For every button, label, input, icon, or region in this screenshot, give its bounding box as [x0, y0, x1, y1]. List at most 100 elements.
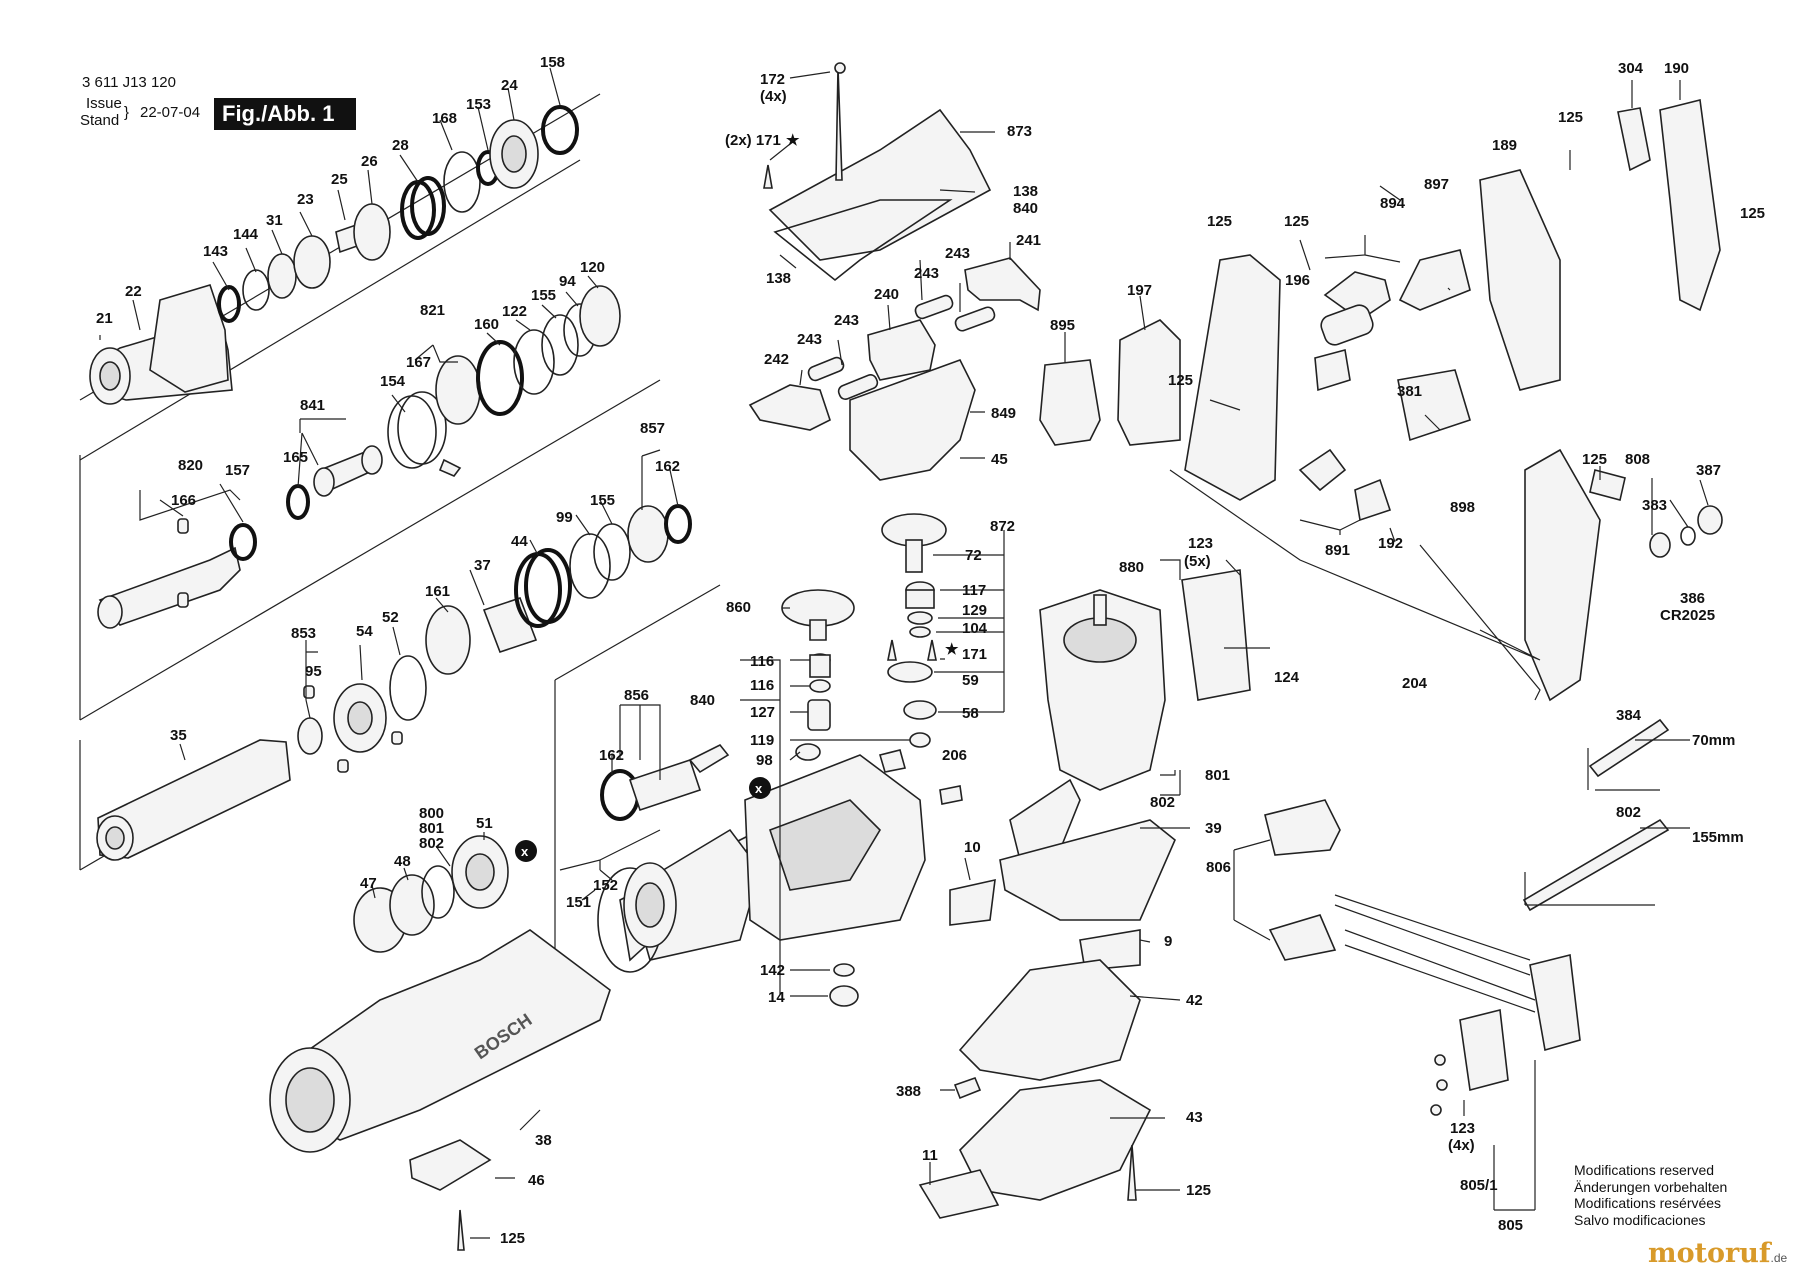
callout-162-lower: 162 — [599, 747, 624, 764]
screw-171 — [763, 164, 773, 189]
cover-242 — [748, 384, 831, 431]
cables-electronics — [1264, 718, 1670, 1116]
star-171-top: ★ — [786, 132, 800, 149]
spindle-820 — [98, 546, 241, 626]
screw-125-bottom-left — [457, 1209, 465, 1251]
callout-26: 26 — [361, 153, 378, 170]
cable-384 — [1588, 718, 1670, 778]
callout-161: 161 — [425, 583, 450, 600]
callout-898: 898 — [1450, 499, 1475, 516]
bracket-895 — [1039, 359, 1101, 446]
top-cover — [763, 62, 992, 282]
gear-parts-row5: x — [353, 835, 537, 953]
screw-171-center — [887, 639, 897, 661]
callout-123-bottom-qty: (4x) — [1448, 1137, 1475, 1154]
chuck-parts-row2 — [286, 285, 621, 520]
callout-94: 94 — [559, 273, 576, 290]
motor-assembly — [918, 569, 1251, 1219]
roller-196 — [1320, 304, 1374, 346]
bearing-116-b — [809, 679, 831, 693]
callout-11: 11 — [922, 1147, 938, 1164]
o-ring-162 — [664, 504, 692, 544]
ring-99 — [569, 533, 611, 599]
callout-43: 43 — [1186, 1109, 1203, 1126]
battery-cover-383 — [1649, 532, 1671, 558]
callout-849: 849 — [991, 405, 1016, 422]
washer-168 — [443, 151, 481, 213]
callout-384: 384 — [1616, 707, 1642, 724]
bush-37 — [482, 596, 538, 654]
callout-72: 72 — [965, 547, 982, 564]
callout-894: 894 — [1380, 195, 1406, 212]
connector-x-badge — [515, 840, 537, 862]
callout-192: 192 — [1378, 535, 1403, 552]
callout-124: 124 — [1274, 669, 1300, 686]
callout-39: 39 — [1205, 820, 1222, 837]
callout-120: 120 — [580, 259, 605, 276]
gasket-138 — [773, 199, 953, 282]
stand-label: Stand — [80, 112, 119, 129]
callout-144: 144 — [233, 226, 259, 243]
row3-leaders — [139, 449, 679, 613]
callout-242: 242 — [764, 351, 789, 368]
spring-243-c — [807, 356, 845, 382]
ring-31 — [267, 253, 297, 299]
callout-142: 142 — [760, 962, 785, 979]
callout-42: 42 — [1186, 992, 1203, 1009]
callout-880: 880 — [1119, 559, 1144, 576]
ring-120 — [579, 285, 621, 347]
callout-38: 38 — [535, 1132, 552, 1149]
ring-129 — [907, 611, 933, 625]
callout-167: 167 — [406, 354, 431, 371]
callout-24: 24 — [501, 77, 518, 94]
switch-805 — [1529, 954, 1581, 1052]
cover-39 — [999, 819, 1176, 921]
switch-891 — [1298, 448, 1347, 492]
handle-189 — [1479, 169, 1561, 391]
callout-189: 189 — [1492, 137, 1517, 154]
watermark-tld: .de — [1770, 1251, 1788, 1265]
screw-172 — [835, 67, 843, 181]
cone-sleeve — [149, 284, 229, 393]
callout-116-a: 116 — [750, 653, 774, 670]
callout-802-motor: 802 — [1150, 794, 1175, 811]
top-cover-leaders — [769, 71, 995, 269]
callout-125-d: 125 — [1558, 109, 1583, 126]
row2-leaders — [297, 275, 599, 488]
callout-853: 853 — [291, 625, 316, 642]
housing-42 — [958, 959, 1141, 1081]
cover-241 — [964, 257, 1041, 312]
battery-386 — [1680, 526, 1696, 546]
bearing-95 — [297, 717, 323, 755]
callout-123-top-qty: (5x) — [1184, 553, 1211, 570]
frame-849 — [849, 359, 976, 481]
callout-138-left: 138 — [766, 270, 791, 287]
cables-leaders — [1233, 739, 1690, 1211]
front-housing-leaders — [470, 1109, 541, 1239]
callout-243-a: 243 — [945, 245, 970, 262]
spring-243-d — [837, 374, 879, 400]
callout-25: 25 — [331, 171, 348, 188]
callout-895: 895 — [1050, 317, 1075, 334]
callout-196: 196 — [1285, 272, 1310, 289]
callout-806: 806 — [1206, 859, 1231, 876]
switch-240 — [867, 319, 936, 381]
callout-153: 153 — [466, 96, 491, 113]
callout-58: 58 — [962, 705, 979, 722]
callout-44: 44 — [511, 533, 528, 550]
pad-381 — [1314, 349, 1351, 392]
trigger-304 — [1617, 107, 1651, 172]
callout-381: 381 — [1397, 383, 1422, 400]
spring-243-b — [954, 306, 996, 332]
callout-241: 241 — [1016, 232, 1041, 249]
ring-161 — [425, 605, 471, 675]
o-ring-165 — [286, 484, 310, 520]
switch-leaders — [799, 242, 1011, 459]
washer-122 — [513, 329, 555, 395]
callout-304: 304 — [1618, 60, 1644, 77]
star-171-center: ★ — [945, 641, 959, 658]
washer-104 — [909, 626, 931, 638]
sensor-206 — [878, 749, 907, 773]
damper-898 — [1397, 369, 1471, 442]
label-11 — [918, 1169, 1000, 1219]
